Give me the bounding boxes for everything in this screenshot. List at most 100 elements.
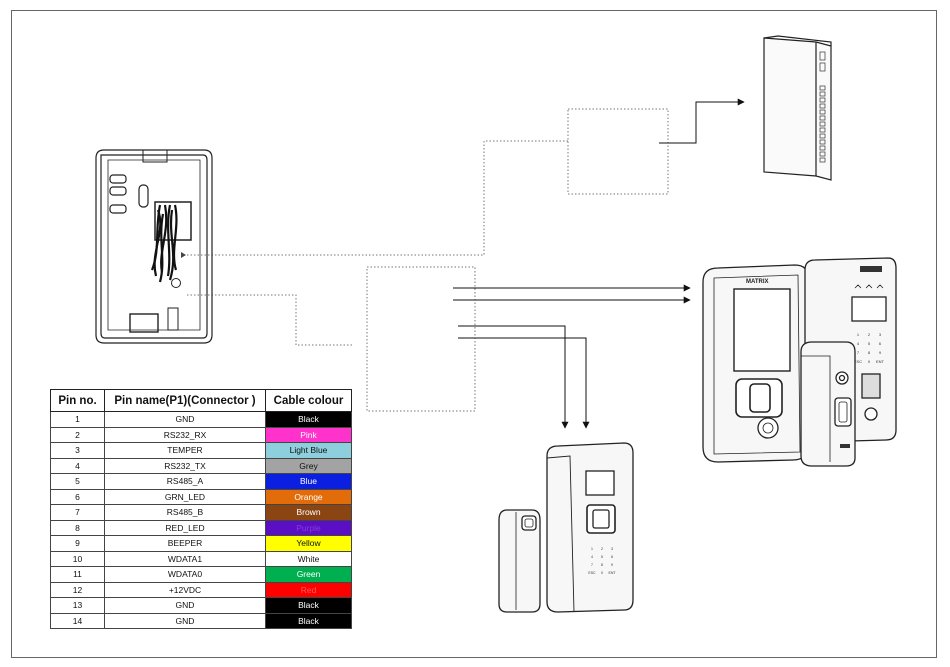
cable-colour-cell: Red	[265, 581, 352, 598]
cable-colour-cell: Black	[265, 612, 352, 629]
keypad-key: 9	[879, 350, 882, 355]
keypad-key: 3	[879, 332, 882, 337]
header-cable-colour: Cable colour	[265, 389, 352, 412]
junction-box-middle	[366, 266, 476, 412]
pin-number-cell: 2	[50, 426, 105, 443]
dotted-wiring	[183, 140, 568, 346]
keypad-key: 8	[868, 350, 871, 355]
arrow-to-reader	[181, 252, 186, 258]
keypad-key: 8	[601, 563, 603, 567]
keypad-display	[851, 296, 887, 322]
cable-colour-cell: Brown	[265, 504, 352, 521]
keypad-key: 0	[868, 359, 871, 364]
pin-name-cell: RS232_TX	[104, 457, 266, 474]
cable-colour-cell: Pink	[265, 426, 352, 443]
pin-table: Pin no. Pin name(P1)(Connector ) Cable c…	[50, 389, 352, 629]
pin-name-cell: RS232_RX	[104, 426, 266, 443]
pin-name-cell: +12VDC	[104, 581, 266, 598]
pin-number-cell: 11	[50, 566, 105, 583]
cable-colour-cell: Black	[265, 411, 352, 428]
solid-arrows	[453, 98, 745, 429]
keypad-key: 6	[879, 341, 882, 346]
keypad-key: 2	[601, 547, 603, 551]
pin-name-cell: RED_LED	[104, 519, 266, 536]
keypad-key: 4	[591, 555, 593, 559]
back-panel-slots	[109, 174, 192, 241]
pin-name-cell: GRN_LED	[104, 488, 266, 505]
header-pin-no: Pin no.	[50, 389, 105, 412]
keypad-key: 1	[857, 332, 860, 337]
pin-number-cell: 8	[50, 519, 105, 536]
keypad-key: ESC	[588, 571, 596, 575]
keypad-key: ENT	[876, 359, 885, 364]
pin-name-cell: TEMPER	[104, 442, 266, 459]
cable-colour-cell: Green	[265, 566, 352, 583]
controller-unit	[763, 35, 832, 181]
terminal-button	[757, 417, 779, 439]
cable-colour-cell: White	[265, 550, 352, 567]
terminal-screen	[733, 288, 791, 372]
pin-name-cell: GND	[104, 597, 266, 614]
page-border	[11, 10, 937, 658]
keypad-key: 6	[611, 555, 613, 559]
pin-table-header: Pin no. Pin name(P1)(Connector ) Cable c…	[50, 389, 352, 412]
pin-name-cell: RS485_B	[104, 504, 266, 521]
keypad-key: 3	[611, 547, 613, 551]
pin-number-cell: 4	[50, 457, 105, 474]
keypad-key: 5	[868, 341, 871, 346]
cable-colour-cell: Blue	[265, 473, 352, 490]
cable-colour-cell: Black	[265, 597, 352, 614]
keypad-key: ESC	[854, 359, 862, 364]
cable-colour-cell: Light Blue	[265, 442, 352, 459]
keypad-key: 1	[591, 547, 593, 551]
pin-number-cell: 1	[50, 411, 105, 428]
pin-name-cell: RS485_A	[104, 473, 266, 490]
keypad-card-window	[861, 373, 881, 399]
keypad-key: 2	[868, 332, 871, 337]
keypad-key: 0	[601, 571, 603, 575]
pin-name-cell: WDATA1	[104, 550, 266, 567]
card-reader-bottom	[498, 509, 541, 613]
biometric-terminal: MATRIX	[702, 264, 809, 463]
keypad-key: 4	[857, 341, 860, 346]
pin-name-cell: GND	[104, 411, 266, 428]
header-pin-name: Pin name(P1)(Connector )	[104, 389, 266, 412]
pin-number-cell: 3	[50, 442, 105, 459]
reader-display	[585, 470, 615, 496]
cable-colour-cell: Yellow	[265, 535, 352, 552]
pin-name-cell: WDATA0	[104, 566, 266, 583]
cable-colour-cell: Grey	[265, 457, 352, 474]
keypad-key: 5	[601, 555, 603, 559]
pin-number-cell: 5	[50, 473, 105, 490]
keypad-key: 7	[857, 350, 860, 355]
pin-name-cell: BEEPER	[104, 535, 266, 552]
controller-terminals	[819, 51, 826, 163]
keypad-key: ENT	[609, 571, 617, 575]
pin-number-cell: 12	[50, 581, 105, 598]
card-reader-small	[800, 341, 856, 467]
reader-back-panel	[95, 149, 213, 344]
pin-number-cell: 10	[50, 550, 105, 567]
pin-number-cell: 9	[50, 535, 105, 552]
keypad-key: 7	[591, 563, 593, 567]
pin-number-cell: 6	[50, 488, 105, 505]
cable-colour-cell: Purple	[265, 519, 352, 536]
junction-box-top	[567, 108, 669, 195]
